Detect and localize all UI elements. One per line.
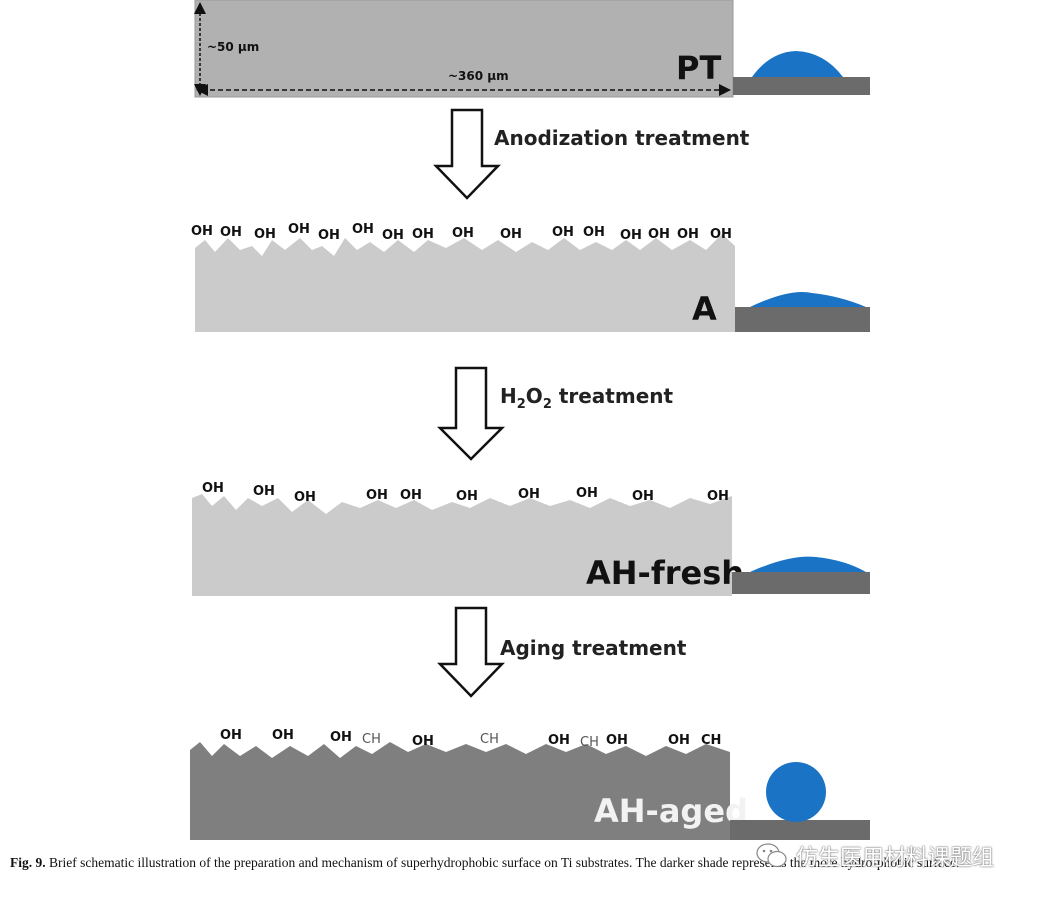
group-label: OH	[352, 222, 374, 237]
step-label-anodization: Anodization treatment	[494, 126, 750, 150]
watermark: 仿生医用材料课题组	[756, 838, 1056, 874]
stage-pt: ~50 μm ~360 μm PT	[194, 0, 870, 98]
hollow-down-arrow	[436, 366, 506, 461]
group-label: OH	[366, 488, 388, 503]
stage-ah-aged: OH OH OH CH OH CH OH CH OH OH CH AH-aged	[190, 728, 870, 840]
stage-label-ah-fresh: AH-fresh	[586, 554, 744, 592]
stage-ah-fresh: OH OH OH OH OH OH OH OH OH OH AH-fresh	[192, 481, 870, 596]
figure-label: Fig. 9.	[10, 855, 46, 870]
group-label: OH	[632, 489, 654, 504]
ah-aged-substrate	[730, 820, 870, 840]
a-hydroxyl-groups: OH OH OH OH OH OH OH OH OH OH OH OH OH O…	[191, 222, 732, 243]
group-label: OH	[548, 733, 570, 748]
stage-a: OH OH OH OH OH OH OH OH OH OH OH OH OH O…	[191, 222, 870, 332]
group-label: OH	[202, 481, 224, 496]
group-label: OH	[576, 486, 598, 501]
group-label: OH	[707, 489, 729, 504]
ah-fresh-hydroxyl-groups: OH OH OH OH OH OH OH OH OH OH	[202, 481, 729, 505]
group-label: OH	[606, 733, 628, 748]
group-label: OH	[254, 227, 276, 242]
ah-fresh-substrate	[732, 572, 870, 594]
step-label-h2o2: H2O2 treatment	[500, 384, 674, 412]
group-label: OH	[400, 488, 422, 503]
group-label: OH	[452, 226, 474, 241]
step-label-aging: Aging treatment	[500, 636, 687, 660]
a-substrate	[735, 307, 870, 332]
group-label: OH	[288, 222, 310, 237]
group-label: OH	[294, 490, 316, 505]
group-label: OH	[272, 728, 294, 743]
height-dimension-label: ~50 μm	[207, 40, 259, 54]
group-label: OH	[552, 225, 574, 240]
group-label: OH	[330, 730, 352, 745]
group-label: OH	[668, 733, 690, 748]
group-label: OH	[412, 734, 434, 749]
group-label: OH	[318, 228, 340, 243]
ah-aged-groups: OH OH OH CH OH CH OH CH OH OH CH	[220, 728, 721, 750]
chat-bubbles-icon	[756, 843, 787, 868]
step-arrow-anodization: Anodization treatment	[433, 108, 750, 200]
hollow-down-arrow	[437, 606, 505, 698]
pt-droplet	[752, 51, 843, 77]
group-label: OH	[518, 487, 540, 502]
group-label: OH	[583, 225, 605, 240]
group-label: OH	[500, 227, 522, 242]
caption-text: Brief schematic illustration of the prep…	[45, 855, 960, 870]
hollow-down-arrow	[433, 108, 501, 200]
width-dimension-label: ~360 μm	[448, 69, 509, 83]
ah-fresh-droplet	[750, 556, 866, 572]
group-label: OH	[253, 484, 275, 499]
group-label: OH	[648, 227, 670, 242]
group-label: OH	[382, 228, 404, 243]
group-label: CH	[701, 733, 721, 748]
a-block	[195, 234, 735, 332]
group-label: CH	[480, 732, 499, 747]
stage-label-pt: PT	[676, 49, 721, 87]
stage-label-a: A	[692, 290, 717, 328]
a-droplet	[750, 291, 866, 307]
group-label: OH	[620, 228, 642, 243]
group-label: CH	[580, 735, 599, 750]
ah-aged-droplet	[766, 762, 826, 822]
group-label: OH	[220, 728, 242, 743]
pt-substrate	[733, 77, 870, 95]
watermark-text: 仿生医用材料课题组	[796, 846, 995, 871]
ah-aged-block	[190, 742, 730, 840]
group-label: CH	[362, 732, 381, 747]
group-label: OH	[191, 224, 213, 239]
step-arrow-aging: Aging treatment	[437, 606, 687, 698]
group-label: OH	[412, 227, 434, 242]
figure-caption: Fig. 9. Brief schematic illustration of …	[10, 854, 1056, 872]
group-label: OH	[677, 227, 699, 242]
pt-block	[194, 0, 734, 98]
ah-fresh-block	[192, 494, 732, 596]
step-arrow-h2o2: H2O2 treatment	[436, 366, 674, 461]
group-label: OH	[220, 225, 242, 240]
stage-label-ah-aged: AH-aged	[594, 792, 748, 830]
group-label: OH	[456, 489, 478, 504]
group-label: OH	[710, 227, 732, 242]
